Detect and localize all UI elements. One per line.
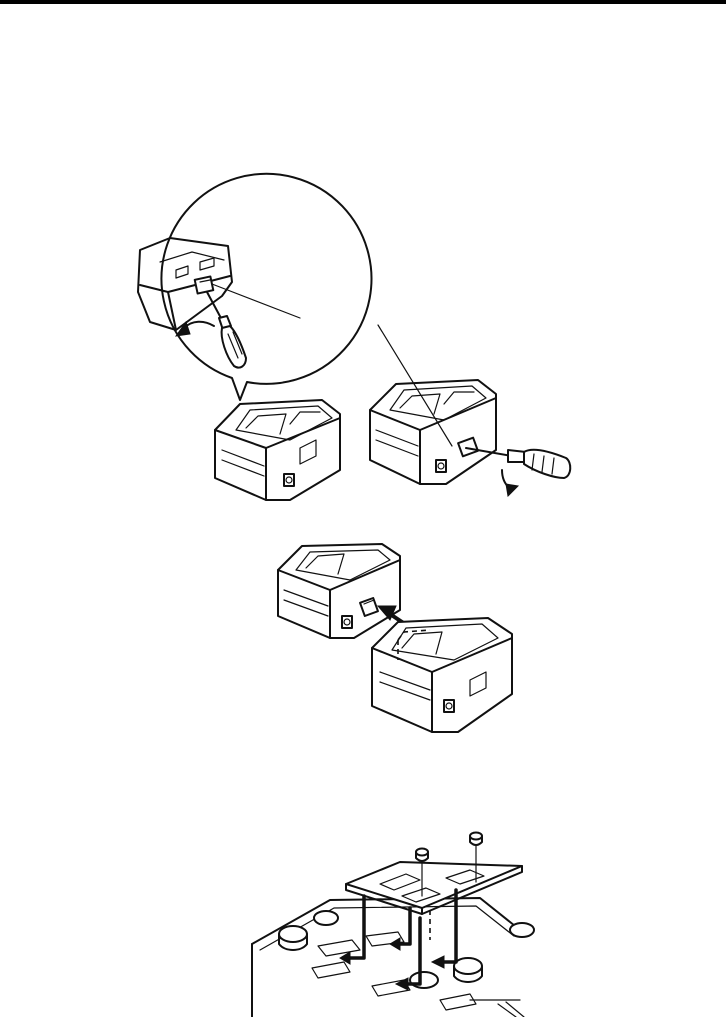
charger-unit-a xyxy=(215,400,340,500)
charger-unit-b xyxy=(370,380,496,484)
magnifier-callout xyxy=(138,174,371,400)
figure-bracket-mounting xyxy=(252,833,534,1017)
insert-arrow-icon xyxy=(340,896,364,964)
rotate-arrow-icon xyxy=(502,470,518,496)
insert-arrow-icon xyxy=(390,908,410,950)
figure-charger-connection xyxy=(278,544,512,732)
mounting-base xyxy=(252,898,534,1017)
figure-cover-removal xyxy=(138,174,570,500)
charger-unit-d xyxy=(372,618,512,732)
charger-unit-c xyxy=(278,544,400,638)
